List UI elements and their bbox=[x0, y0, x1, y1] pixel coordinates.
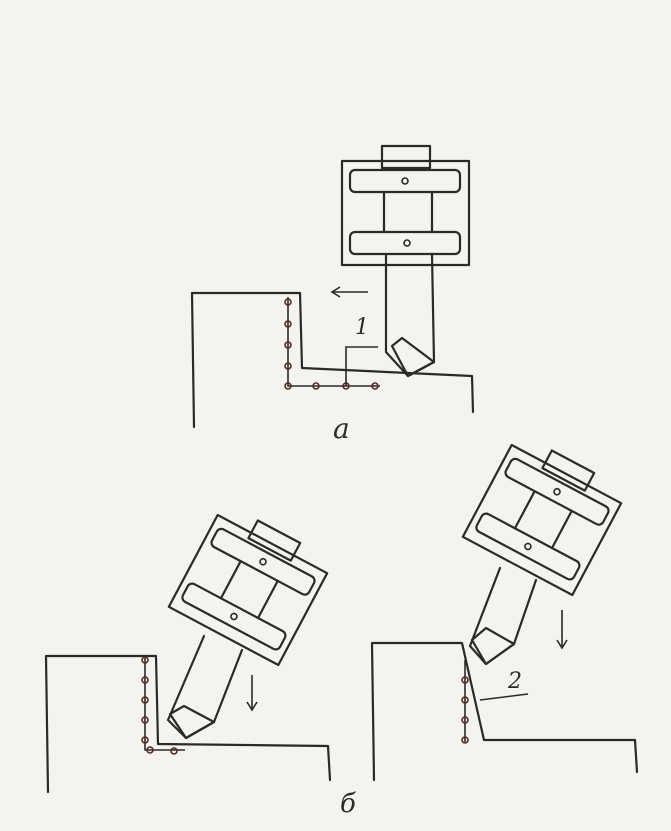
cutting-tool-a bbox=[384, 252, 436, 378]
figure-b-left: б bbox=[44, 513, 356, 819]
callout-label-1: 1 bbox=[355, 315, 369, 340]
feed-arrow-a bbox=[330, 286, 368, 298]
tool-holder-a bbox=[340, 144, 471, 267]
figure-b-right: 2 bbox=[370, 443, 639, 782]
figure-a: 1 a bbox=[190, 144, 475, 445]
cutting-tool-b-right bbox=[468, 566, 538, 666]
workpiece-a bbox=[190, 291, 475, 429]
part-label-b: б bbox=[340, 789, 356, 819]
callout-label-2: 2 bbox=[507, 669, 522, 694]
callout-leader-1 bbox=[345, 346, 378, 386]
tool-holder-b-left bbox=[167, 513, 329, 667]
workpiece-b-left bbox=[44, 654, 332, 794]
tool-path-b-left bbox=[144, 655, 185, 751]
callout-leader-2 bbox=[479, 693, 529, 701]
feed-arrow-b-right bbox=[556, 610, 568, 650]
workpiece-b-right bbox=[370, 641, 639, 782]
tool-holder-b-right bbox=[461, 443, 623, 597]
cutting-tool-b-left bbox=[166, 634, 244, 740]
feed-arrow-b-left bbox=[246, 675, 258, 712]
path-points-b-right bbox=[461, 676, 469, 744]
path-points-b-left bbox=[141, 656, 178, 755]
part-label-a: a bbox=[333, 412, 350, 445]
path-points-a bbox=[284, 298, 379, 390]
